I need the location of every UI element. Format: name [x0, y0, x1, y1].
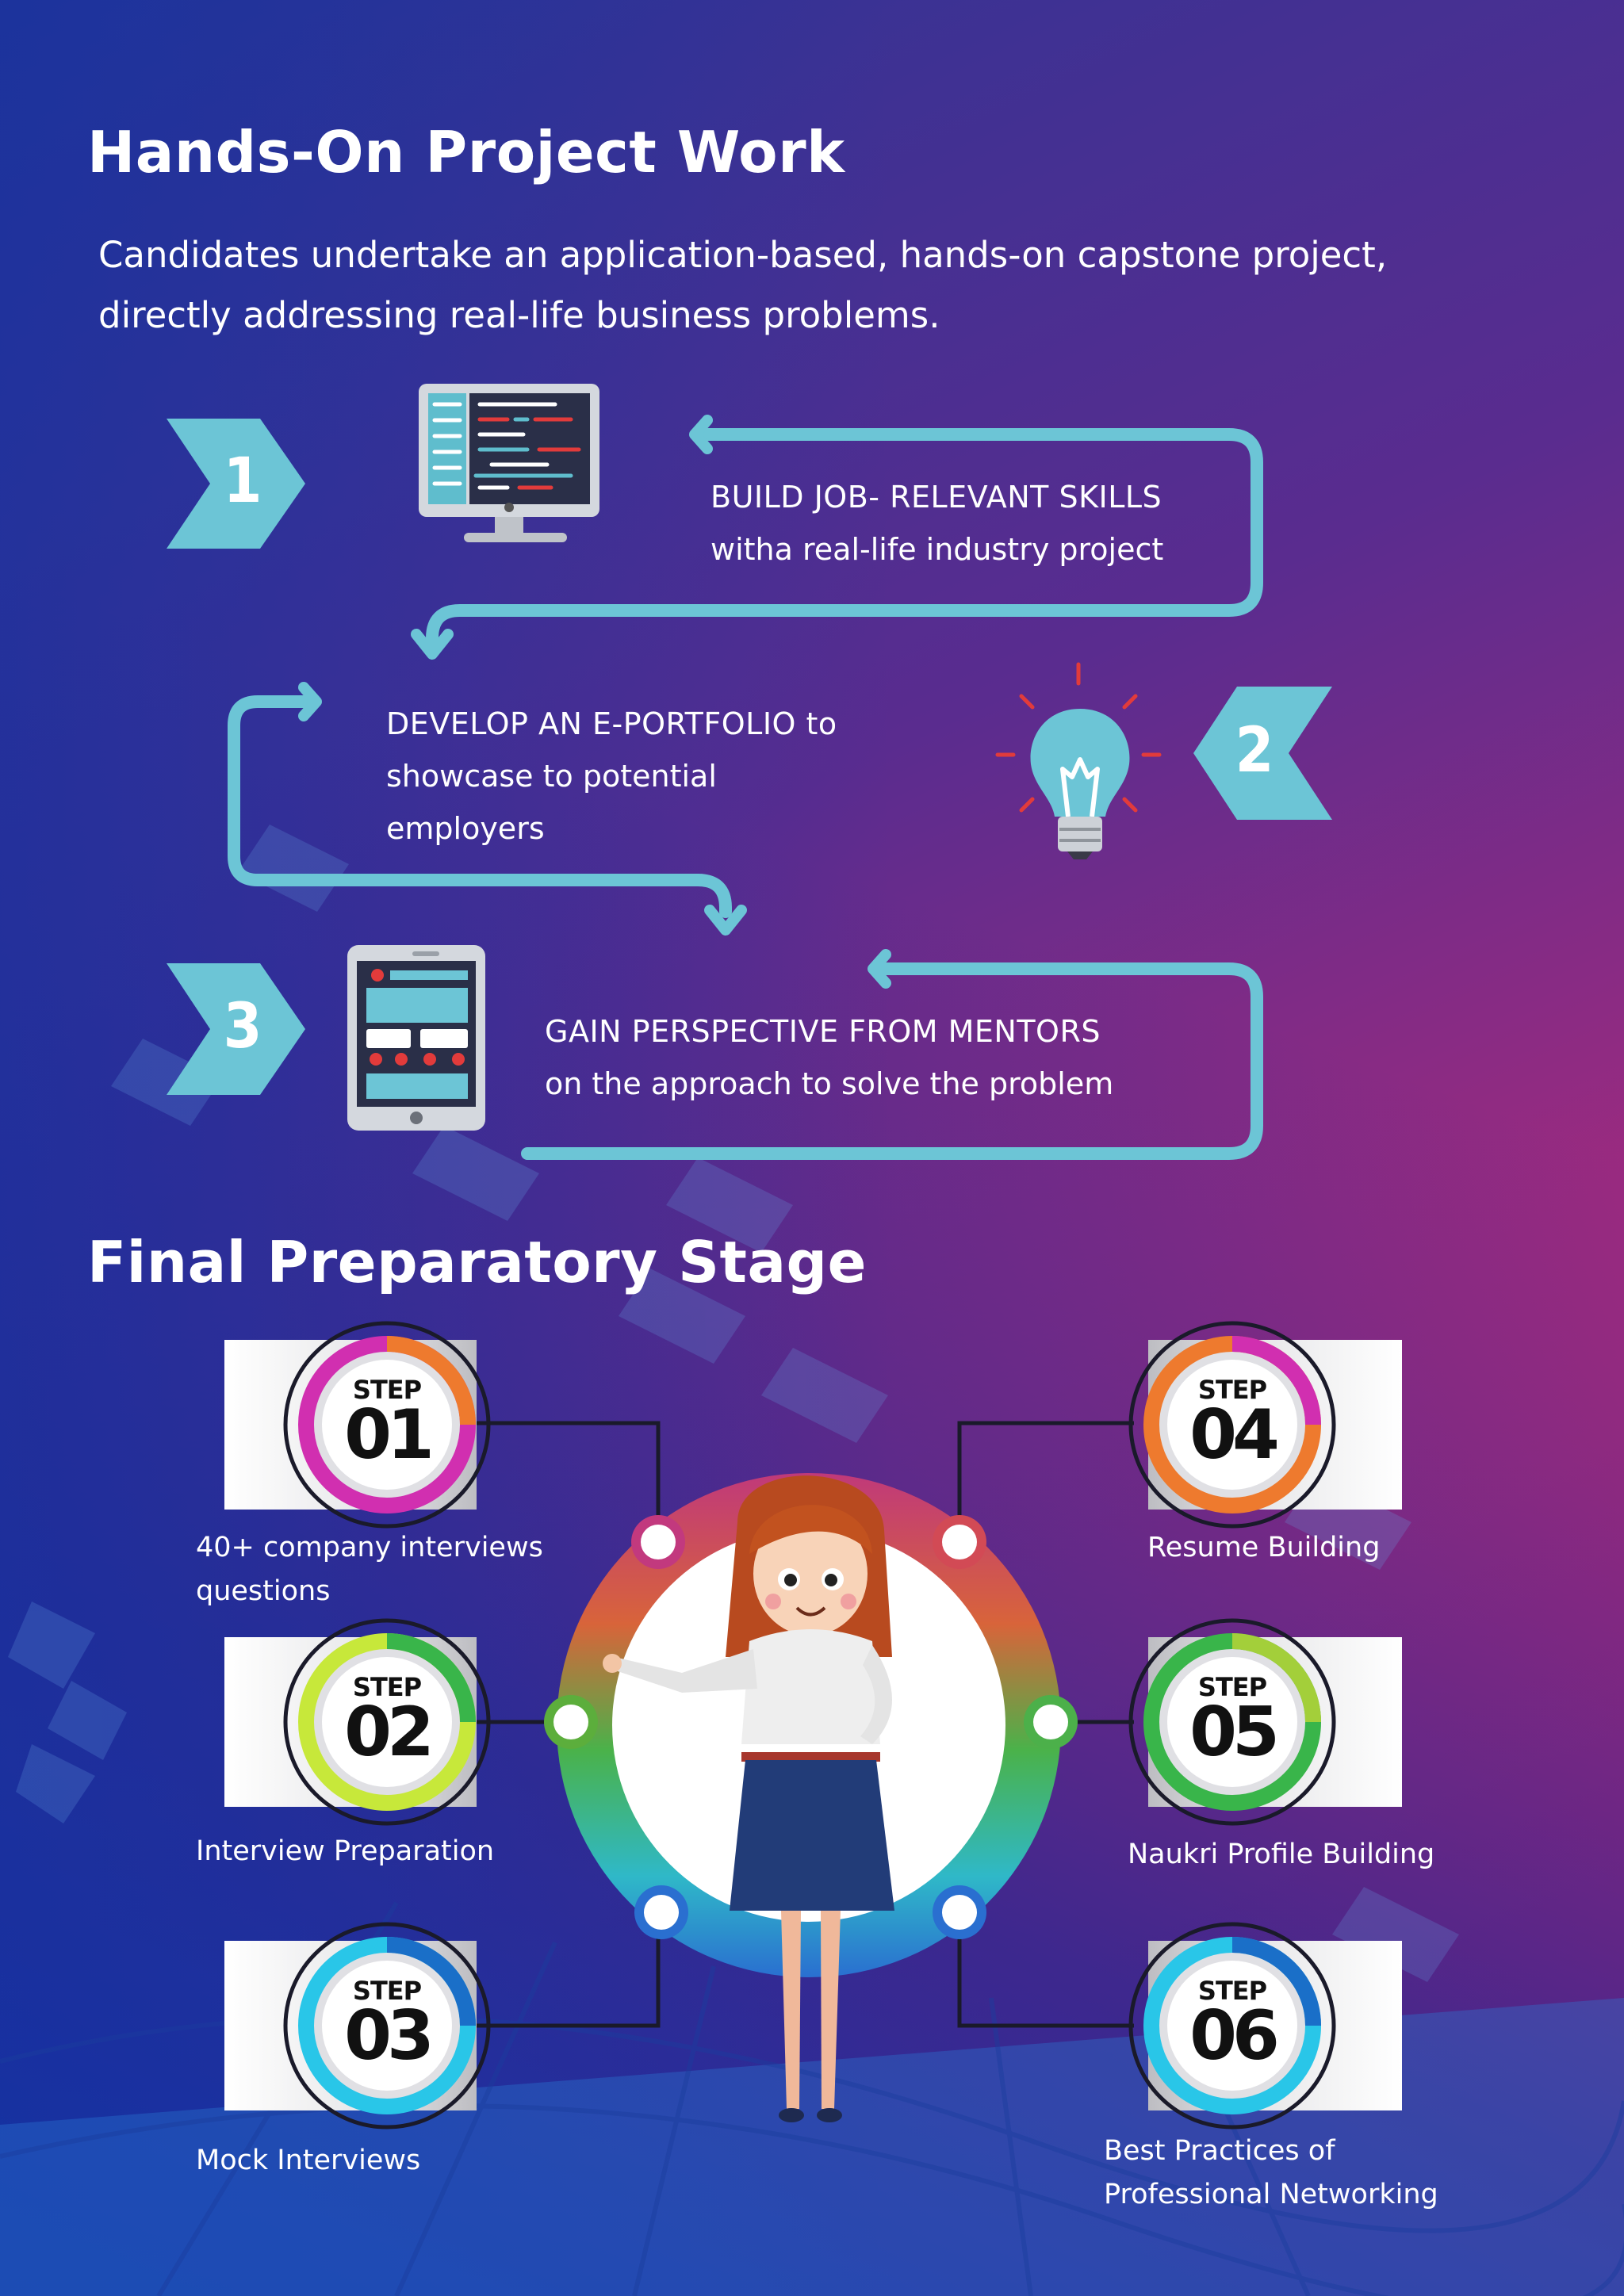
step-03-number: 03 — [344, 1996, 435, 2076]
step-04-card — [1128, 1321, 1402, 1529]
step-2-heading: DEVELOP AN E-PORTFOLIO to — [386, 706, 837, 741]
step-05-number: 05 — [1189, 1693, 1280, 1772]
step-05-card — [1128, 1618, 1402, 1826]
presenter-woman-illustration — [603, 1475, 894, 2122]
step-1-chevron — [167, 419, 305, 549]
step-01-label-line-1: 40+ company interviews — [196, 1532, 543, 1563]
step-1-text: BUILD JOB- RELEVANT SKILLS witha real-li… — [710, 471, 1163, 576]
step-1-subtext: witha real-life industry project — [710, 532, 1164, 567]
step-06-label: Best Practices of Professional Networkin… — [1104, 2130, 1438, 2217]
step-05-step-word: STEP — [1197, 1672, 1267, 1702]
step-01-label-line-2: questions — [196, 1575, 331, 1607]
step-2-subtext-1: showcase to potential — [386, 759, 717, 794]
step-2-subtext-2: employers — [386, 811, 545, 846]
step-2-text: DEVELOP AN E-PORTFOLIO to showcase to po… — [386, 698, 837, 855]
step-3-subtext: on the approach to solve the problem — [545, 1066, 1114, 1101]
step-02-dial: STEP 02 — [324, 1672, 450, 1772]
step-3-chevron — [167, 963, 305, 1095]
step-01-card — [224, 1321, 491, 1529]
section-title-hands-on: Hands-On Project Work — [87, 119, 845, 186]
step-01-number: 01 — [344, 1395, 435, 1475]
step-02-card — [224, 1618, 491, 1826]
step-04-step-word: STEP — [1197, 1375, 1267, 1405]
step-04-label: Resume Building — [1147, 1532, 1381, 1563]
step-3-text: GAIN PERSPECTIVE FROM MENTORS on the app… — [545, 1005, 1113, 1110]
step-3-heading: GAIN PERSPECTIVE FROM MENTORS — [545, 1014, 1101, 1049]
step-03-dial: STEP 03 — [324, 1976, 450, 2076]
step-03-step-word: STEP — [352, 1976, 422, 2006]
step-01-step-word: STEP — [352, 1375, 422, 1405]
step-05-label: Naukri Profile Building — [1128, 1839, 1435, 1870]
step-06-label-line-2: Professional Networking — [1104, 2179, 1438, 2210]
step-03-card — [224, 1922, 491, 2130]
step-06-step-word: STEP — [1197, 1976, 1267, 2006]
step-1-heading: BUILD JOB- RELEVANT SKILLS — [710, 480, 1162, 515]
step-04-number: 04 — [1189, 1395, 1280, 1475]
step-2-number: 2 — [1235, 715, 1274, 786]
step-02-step-word: STEP — [352, 1672, 422, 1702]
step-04-dial: STEP 04 — [1169, 1375, 1296, 1475]
step-01-label: 40+ company interviews questions — [196, 1526, 543, 1613]
step-3-number: 3 — [223, 991, 262, 1062]
section-title-final-stage: Final Preparatory Stage — [87, 1229, 867, 1295]
step-01-dial: STEP 01 — [324, 1375, 450, 1475]
step-06-dial: STEP 06 — [1169, 1976, 1296, 2076]
step-2-chevron — [1193, 687, 1332, 820]
step-03-label: Mock Interviews — [196, 2145, 421, 2176]
step-02-number: 02 — [344, 1693, 435, 1772]
step-06-card — [1128, 1922, 1402, 2130]
step-02-label: Interview Preparation — [196, 1835, 495, 1867]
step-06-number: 06 — [1189, 1996, 1280, 2076]
intro-paragraph: Candidates undertake an application-base… — [98, 234, 1388, 336]
step-1-number: 1 — [223, 446, 262, 517]
step-06-label-line-1: Best Practices of — [1104, 2135, 1335, 2167]
step-05-dial: STEP 05 — [1169, 1672, 1296, 1772]
